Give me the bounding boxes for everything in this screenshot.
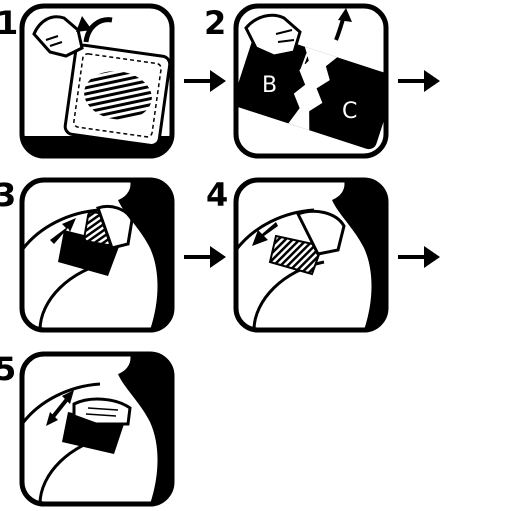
pouch-illustration — [63, 43, 172, 147]
peel-arrow-icon — [83, 17, 113, 43]
step-4-panel: 4 — [206, 176, 389, 333]
next-arrow-icon — [184, 246, 226, 268]
step-3-number: 3 — [0, 176, 16, 214]
label-c: C — [342, 99, 357, 124]
step-4-number: 4 — [206, 176, 228, 214]
label-a: A — [300, 51, 315, 76]
hand-icon — [72, 397, 132, 426]
rub-arrow-icon — [50, 396, 70, 420]
step-2-number: 2 — [204, 4, 226, 42]
shoulder-illustration — [118, 354, 172, 504]
hand-icon — [244, 13, 302, 58]
step-1-panel: 1 — [0, 3, 175, 159]
next-arrow-icon — [184, 70, 226, 92]
patch-illustration — [268, 234, 324, 276]
step-3-panel: 3 — [0, 176, 175, 333]
direction-arrow-icon — [50, 218, 76, 244]
step-5-number: 5 — [0, 350, 16, 388]
step-1-number: 1 — [0, 4, 18, 42]
step-5-panel: 5 — [0, 350, 175, 507]
next-arrow-icon — [398, 70, 440, 92]
direction-arrow-icon — [252, 222, 278, 246]
backing-liner-illustration — [236, 32, 386, 150]
hand-icon — [96, 205, 134, 250]
step-2-panel: 2 A B C — [204, 3, 389, 159]
next-arrow-icon — [398, 246, 440, 268]
shoulder-illustration — [332, 180, 386, 330]
hand-icon — [295, 209, 346, 256]
label-b: B — [262, 73, 277, 98]
